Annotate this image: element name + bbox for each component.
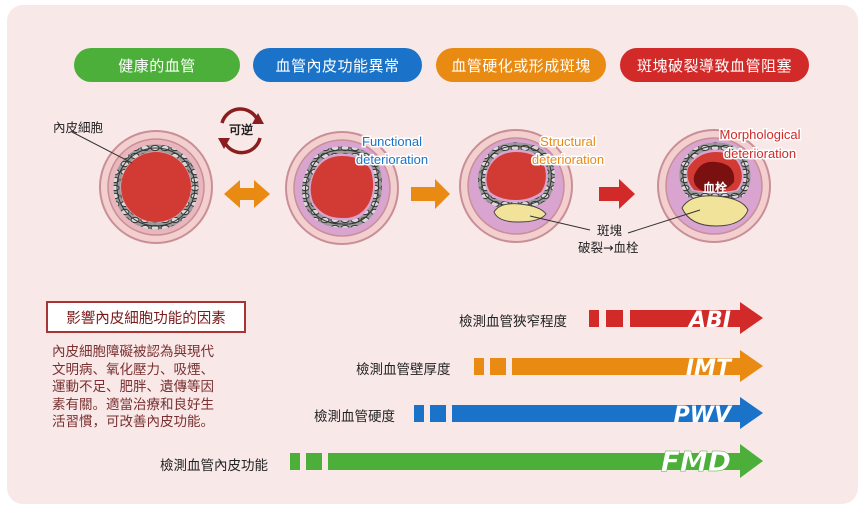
structural-label-line1: Structural <box>540 134 596 149</box>
factors-line: 運動不足、肥胖、遺傳等因 <box>52 379 214 395</box>
factors-line: 活習慣，可改善內皮功能。 <box>52 414 214 430</box>
plaque-label: 斑塊 <box>597 223 623 238</box>
pwv-code: PWV <box>674 403 733 428</box>
factors-line: 素有關。適當治療和良好生 <box>52 396 214 413</box>
stage-sclerosis-pill: 血管硬化或形成斑塊 <box>436 48 606 82</box>
factors-line: 內皮細胞障礙被認為與現代 <box>52 344 214 360</box>
progress-arrow-icon <box>411 179 450 209</box>
test-arrow-imt <box>474 350 763 382</box>
morphological-label-line1: Morphological <box>720 127 801 142</box>
abi-code: ABI <box>687 308 731 333</box>
test-arrow-pwv <box>414 397 763 429</box>
reversible-label: 可逆 <box>229 122 253 137</box>
fmd-code: FMD <box>661 445 731 478</box>
endothelial-pointer-line <box>71 131 133 164</box>
thrombus-label: 血栓 <box>703 180 727 195</box>
factors-line: 文明病、氧化壓力、吸煙、 <box>52 361 214 378</box>
reversible-cycle-icon <box>218 107 264 155</box>
stage-occlusion-pill: 斑塊破裂導致血管阻塞 <box>620 48 809 82</box>
plaque-pointer-line <box>529 215 591 231</box>
test-label-abi: 檢測血管狹窄程度 <box>459 314 567 330</box>
vessel-healthy <box>99 130 213 244</box>
test-label-imt: 檢測血管壁厚度 <box>356 362 451 378</box>
functional-label-line2: deterioration <box>356 152 428 167</box>
rupture-arrow-icon <box>599 179 635 209</box>
stage-healthy-pill: 健康的血管 <box>74 48 240 82</box>
thrombus-pointer-line <box>627 209 701 234</box>
morphological-label-line2: deterioration <box>724 146 796 161</box>
imt-code: IMT <box>686 356 733 381</box>
test-label-pwv: 檢測血管硬度 <box>314 409 395 425</box>
stage-dysfunction-pill: 血管內皮功能異常 <box>253 48 422 82</box>
vessel-structural <box>459 129 573 243</box>
test-label-fmd: 檢測血管內皮功能 <box>160 458 268 474</box>
structural-label-line2: deterioration <box>532 152 604 167</box>
factors-title: 影響內皮細胞功能的因素 <box>46 301 246 333</box>
vessel-functional <box>285 131 399 245</box>
test-arrow-fmd <box>290 444 763 478</box>
factors-description: 內皮細胞障礙被認為與現代 文明病、氧化壓力、吸煙、 運動不足、肥胖、遺傳等因 素… <box>52 344 252 432</box>
test-arrow-abi <box>589 302 763 334</box>
bidirectional-arrow-icon <box>224 180 270 208</box>
rupture-label: 破裂→血栓 <box>578 240 639 255</box>
functional-label-line1: Functional <box>362 134 422 149</box>
endothelial-label: 內皮細胞 <box>53 120 104 135</box>
